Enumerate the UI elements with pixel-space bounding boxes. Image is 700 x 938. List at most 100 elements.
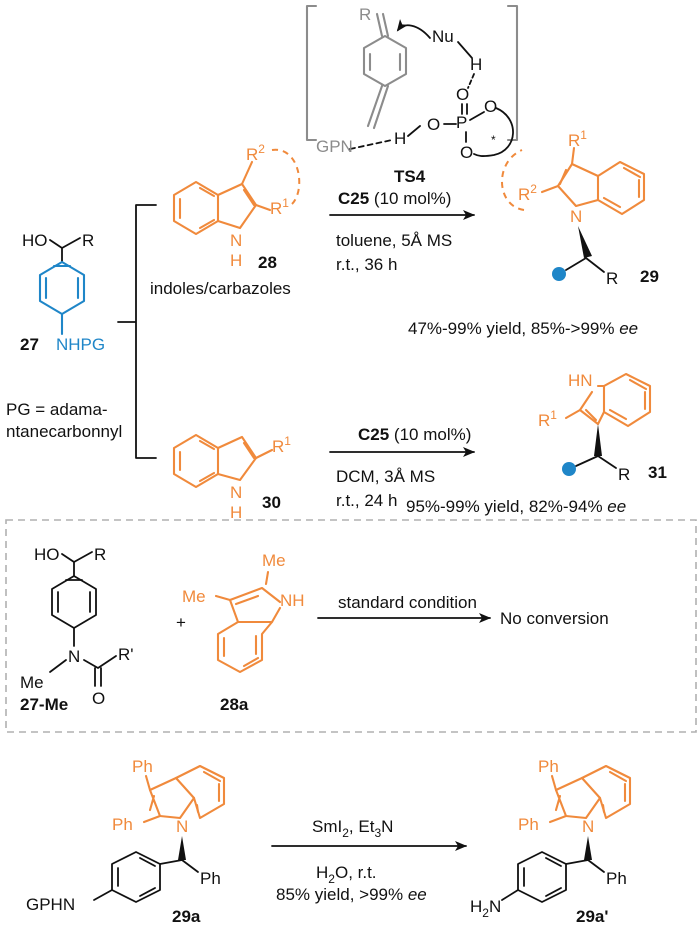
ts-p: P	[456, 113, 467, 132]
p31-wedge-bond	[594, 424, 602, 456]
p31-benzo-ring	[602, 372, 652, 428]
d29a-benzo-double	[195, 770, 222, 814]
ts-r: R	[359, 5, 371, 24]
c27me-me: Me	[20, 673, 44, 692]
r28-r2: R2	[246, 142, 265, 164]
ts-h1: H	[470, 55, 482, 74]
c28a-pyrrole-top	[228, 586, 282, 606]
p29-pyrrole-ring	[556, 162, 600, 208]
s27-ho: HO	[22, 231, 48, 250]
d29ap-ph4: Ph	[538, 757, 559, 776]
c27me-co-double	[94, 667, 102, 687]
product-29: R1 R2 N R 29	[501, 128, 659, 288]
p31-label: 31	[648, 463, 667, 482]
ts-exo-double-bottom	[366, 84, 390, 130]
ts-o4: O	[460, 143, 473, 162]
ts-ring-inner	[368, 52, 402, 72]
r30-r1: R1	[272, 434, 291, 456]
ts-h2: H	[394, 129, 406, 148]
d29a-gphn: GPHN	[26, 895, 75, 914]
s27-ring-double-bonds	[44, 264, 80, 300]
control-experiment-box	[5, 519, 697, 733]
p29-aryl-dot	[552, 267, 566, 281]
top-solvent: toluene, 5Å MS	[336, 231, 452, 250]
deprot-reagent: SmI2, Et3N	[312, 817, 393, 840]
p31-bond-r1	[564, 408, 582, 420]
r30-label: 30	[262, 493, 281, 512]
r28-pyrrole-ring	[216, 182, 258, 230]
plus-sign: +	[176, 613, 186, 632]
c28a-me2: Me	[262, 551, 286, 570]
s27-carbinol-bonds	[49, 237, 81, 263]
d29a-benzo-ring	[174, 764, 226, 820]
p29-n: N	[570, 207, 582, 226]
p31-bond-r	[597, 455, 617, 469]
ts-exo-double-top	[375, 12, 390, 38]
d29ap-benzo-double	[601, 770, 628, 814]
reactant-28: R2 R1 N H 28 indoles/carbazoles	[150, 142, 301, 298]
product-31: HN R1 R 31	[538, 371, 667, 484]
ts-bond-o-h	[407, 125, 421, 137]
p29-r2: R2	[518, 182, 537, 204]
d29ap-h2n: H2N	[470, 897, 501, 920]
bottom-catalyst: C25 (10 mol%)	[358, 425, 471, 444]
p29-benzo-double	[602, 166, 642, 209]
ts-curved-arrow	[396, 19, 431, 39]
p29-label: 29	[640, 267, 659, 286]
branch-bracket	[117, 204, 157, 459]
d29a-bond-ph1	[144, 774, 152, 792]
ts-bracket-left	[305, 4, 318, 142]
d29ap-label: 29a'	[576, 907, 608, 926]
d29a-bond-ph3	[181, 859, 199, 873]
c28a-benzo-double	[222, 634, 260, 668]
d29ap-bond-aryl	[565, 859, 589, 865]
c27me-rprime: R'	[118, 645, 134, 664]
p29-r1: R1	[568, 128, 587, 150]
r28-c2c3-double	[242, 188, 256, 207]
p31-r: R	[618, 465, 630, 484]
r28-n: N	[230, 231, 242, 250]
r28-fused-ring-dashed	[271, 148, 301, 205]
transition-state-ts4: R Nu H O P O O O * H GPN TS4	[305, 4, 519, 186]
ts-bond-p-o2	[469, 111, 485, 121]
p31-aryl-dot	[562, 462, 576, 476]
d29a-pyrrole	[148, 776, 196, 820]
s27-nhpg: NHPG	[56, 335, 105, 354]
r30-pyrrole-ring	[216, 435, 258, 482]
p31-benzo-double	[608, 378, 648, 421]
s27-r: R	[82, 231, 94, 250]
c27me-carbinol-bonds	[61, 551, 93, 577]
ts-quinone-ring	[362, 34, 408, 88]
d29a-bond-nh	[93, 889, 113, 901]
p29-bond-r	[585, 257, 605, 273]
c28a-me3: Me	[182, 587, 206, 606]
d29a-ph2: Ph	[112, 815, 133, 834]
deprot-cond2: 85% yield, >99% ee	[276, 885, 427, 904]
c28a-label: 28a	[220, 695, 249, 714]
p31-c2c3-double	[584, 408, 598, 422]
ts-label: TS4	[394, 167, 426, 186]
c27me-bond-acyl	[83, 655, 117, 669]
c28a-bond-me2	[264, 570, 270, 586]
d29ap-bond-nh2	[501, 889, 519, 901]
bottom-reaction-conditions: C25 (10 mol%) DCM, 3Å MS r.t., 24 h	[329, 425, 475, 510]
d29ap-bond-ph6	[587, 859, 605, 873]
d29ap-bond-ph4	[550, 774, 558, 792]
d29a-bond-ph2	[142, 814, 162, 824]
d29a-bond-aryl	[159, 859, 183, 865]
d29a-n: N	[176, 817, 188, 836]
r28-benzo-double	[178, 186, 216, 230]
p31-bond-aryl	[575, 455, 599, 467]
c28a-nh: NH	[280, 591, 305, 610]
p29-bond-aryl	[565, 257, 587, 271]
d29ap-pyrrole	[554, 776, 602, 820]
d29ap-aryl-ring	[517, 851, 567, 903]
r28-h: H	[230, 251, 242, 270]
p29-r: R	[606, 269, 618, 288]
bottom-yield: 95%-99% yield, 82%-94% ee	[406, 497, 626, 516]
c27me-ho: HO	[34, 545, 60, 564]
p31-pyrrole-ring	[578, 384, 606, 426]
d29a-wedge	[178, 836, 186, 860]
substrate-27: HO R NHPG 27 PG = adama- ntanecarbonnyl	[6, 231, 122, 441]
